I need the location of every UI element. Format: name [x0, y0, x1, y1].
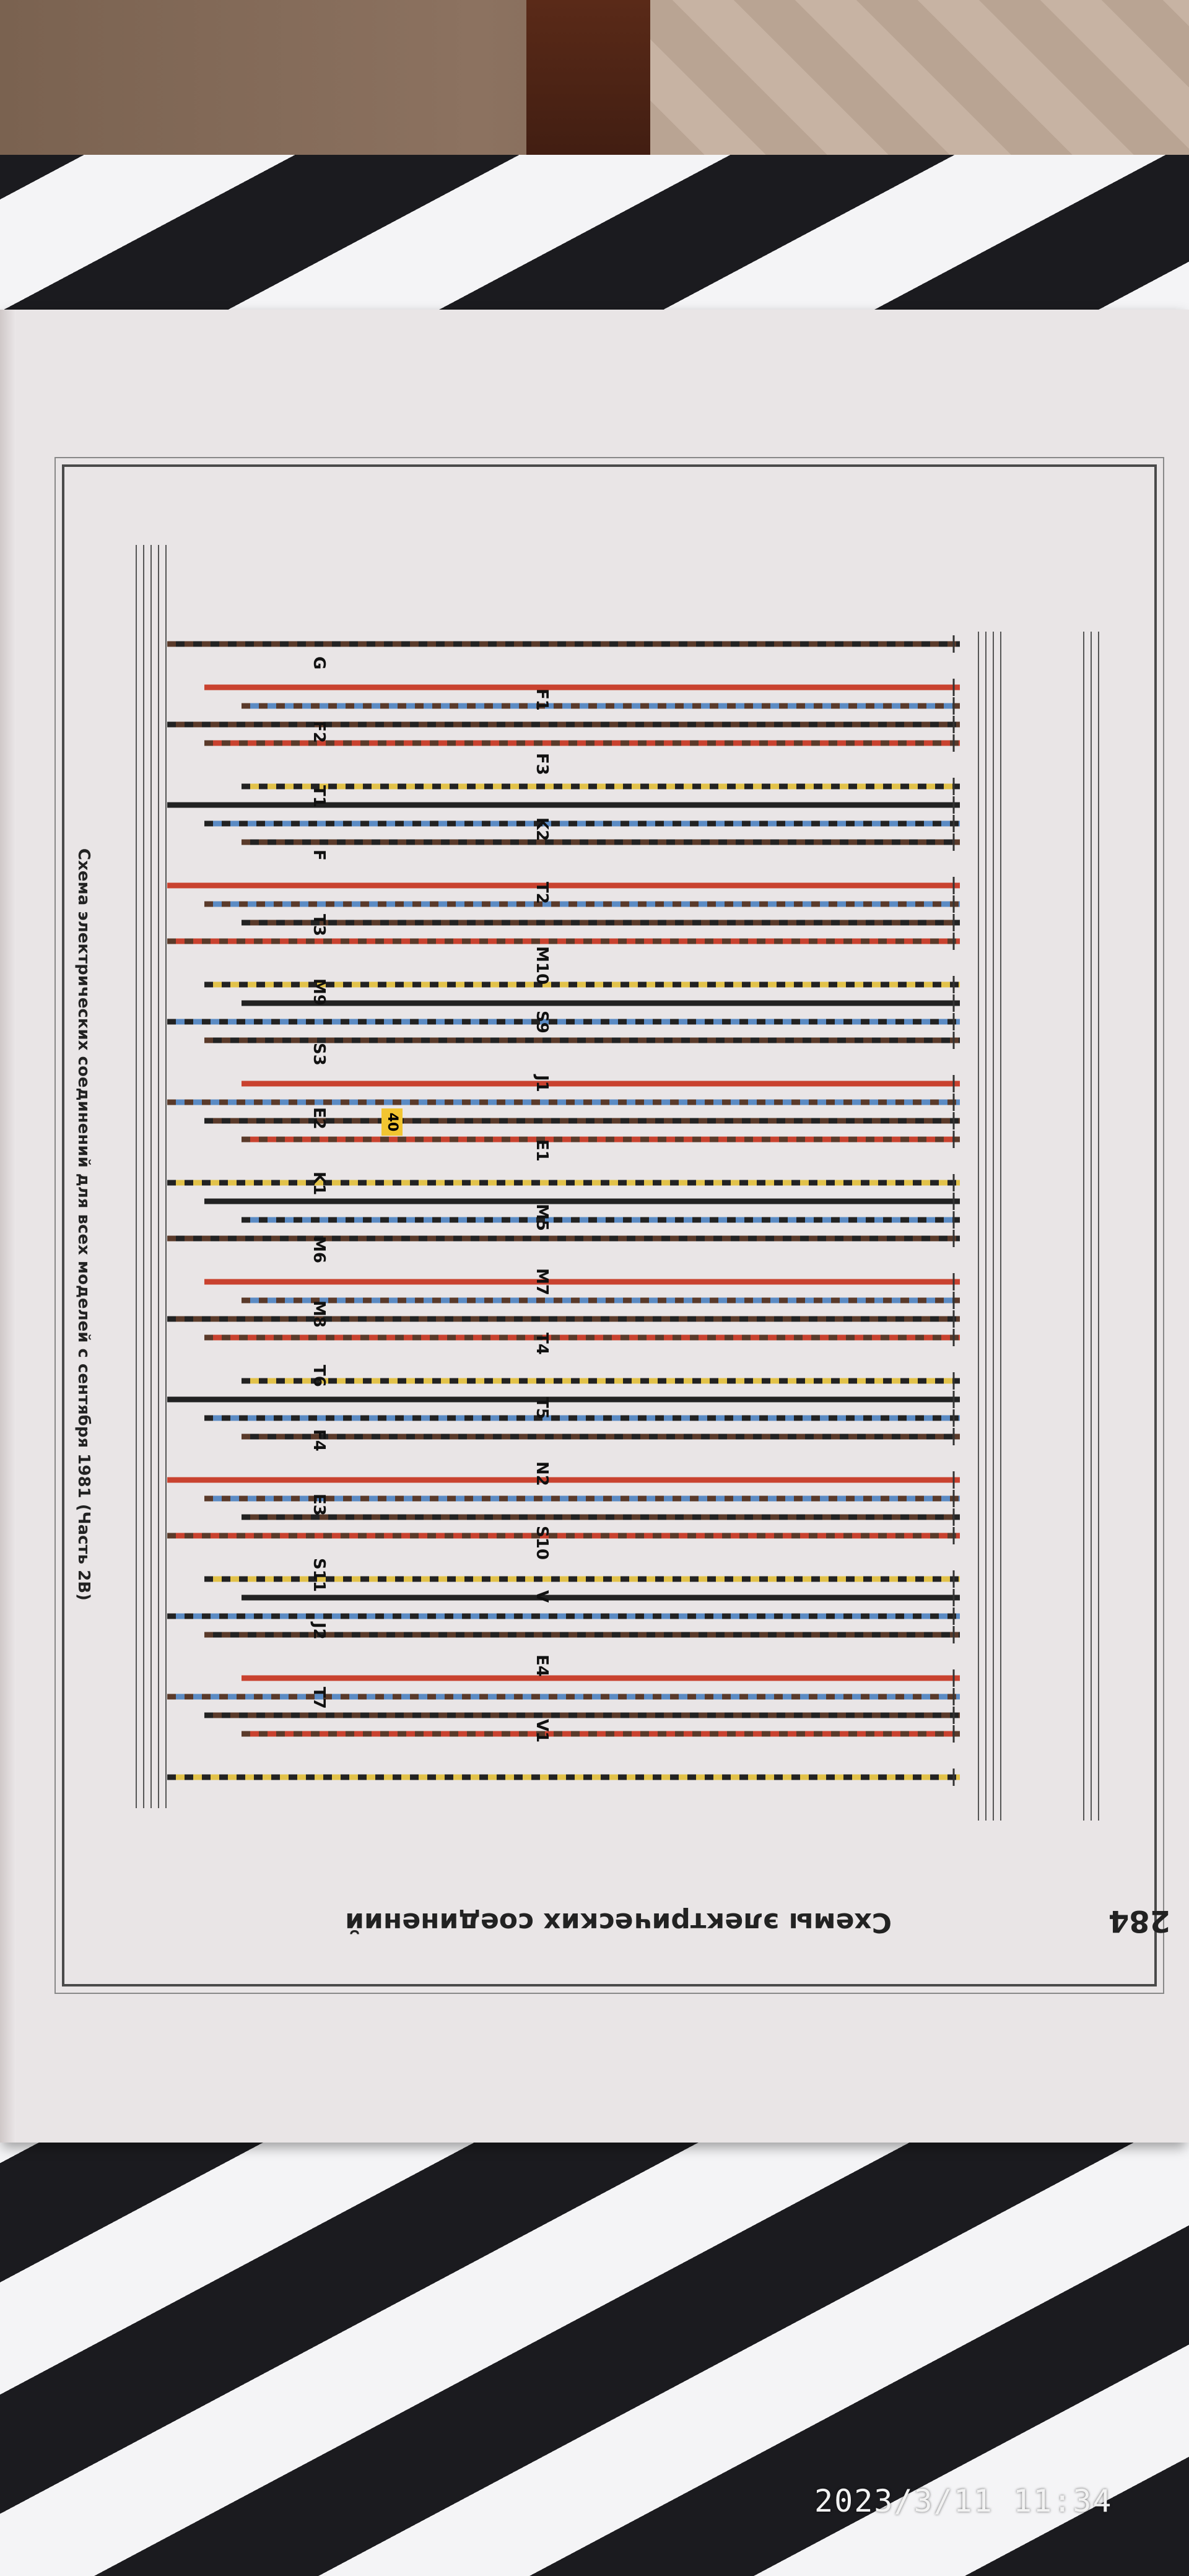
- page-binding-edge: [0, 310, 16, 2143]
- component-label: K2: [533, 817, 551, 842]
- component-label: T1: [310, 785, 328, 807]
- component-label: E2: [310, 1107, 328, 1129]
- component-label: E4: [533, 1655, 551, 1677]
- component-label: F3: [533, 753, 551, 775]
- component-label: K1: [310, 1172, 328, 1196]
- component-label: T5: [533, 1397, 551, 1419]
- badge-40: 40: [381, 1108, 403, 1136]
- component-label: F: [310, 850, 328, 861]
- component-label: J1: [533, 1075, 551, 1092]
- wiring-diagram: [136, 545, 1099, 1821]
- component-label: T2: [533, 882, 551, 904]
- diagram-frame: [54, 457, 1164, 1994]
- component-label: M7: [533, 1268, 551, 1295]
- component-label: S11: [310, 1558, 328, 1592]
- component-label: N2: [533, 1461, 551, 1486]
- component-label: T7: [310, 1687, 328, 1709]
- component-label: E3: [310, 1494, 328, 1516]
- component-label: T3: [310, 914, 328, 936]
- component-label: F2: [310, 721, 328, 743]
- component-label: M6: [310, 1236, 328, 1263]
- photo-timestamp: 2023/3/11 11:34: [814, 2483, 1113, 2519]
- book-page: Схемы электрических соединений 284 Схема…: [6, 310, 1189, 2143]
- component-label: V: [533, 1590, 551, 1603]
- component-label: T4: [533, 1333, 551, 1355]
- component-label: F4: [310, 1429, 328, 1451]
- running-title: Схемы электрических соединений: [345, 1907, 892, 1938]
- component-label: M9: [310, 978, 328, 1006]
- diagram-caption: Схема электрических соединений для всех …: [74, 848, 93, 1601]
- component-label: F1: [533, 689, 551, 711]
- component-label: J2: [310, 1622, 328, 1640]
- component-label: M5: [533, 1204, 551, 1231]
- component-label: S9: [533, 1011, 551, 1033]
- component-label: S10: [533, 1526, 551, 1560]
- page-number: 284: [1108, 1904, 1170, 1938]
- component-label: S3: [310, 1043, 328, 1066]
- component-label: G: [310, 656, 328, 670]
- component-label: V1: [533, 1719, 551, 1743]
- component-label: M10: [533, 946, 551, 985]
- component-label: M8: [310, 1300, 328, 1328]
- component-label: E1: [533, 1139, 551, 1162]
- component-label: T6: [310, 1365, 328, 1387]
